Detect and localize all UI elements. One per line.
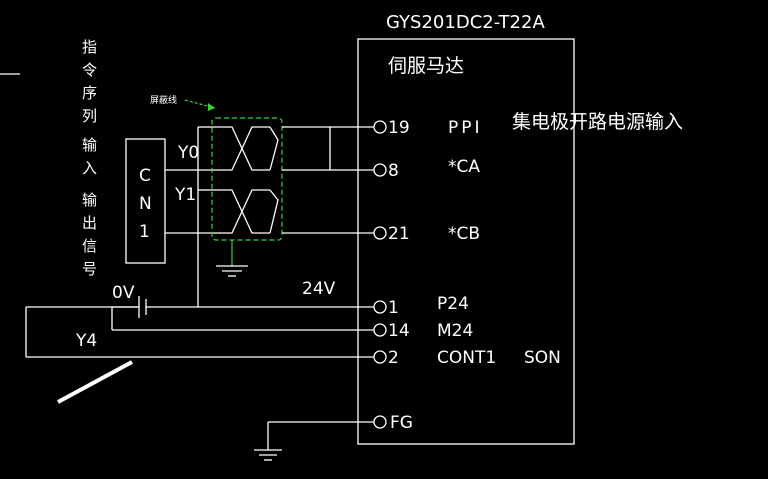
model-title: GYS201DC2-T22A [386, 12, 545, 33]
fg-ground-icon [254, 449, 282, 461]
terminal-name: FG [390, 413, 413, 433]
terminal-number: 2 [388, 348, 399, 368]
open-collector-annotation: 集电极开路电源输入 [512, 111, 683, 133]
shield-label: 屏蔽线 [150, 94, 177, 106]
terminal-8 [373, 163, 387, 177]
terminal-circles [373, 120, 387, 429]
svg-text:列: 列 [82, 107, 97, 125]
terminal-number: 1 [388, 298, 399, 318]
cn1-connector [125, 138, 166, 264]
terminal-number: 14 [388, 321, 410, 341]
motor-label: 伺服马达 [388, 55, 464, 77]
terminal-name: *CA [448, 157, 480, 177]
cn1-digit-1: 1 [139, 222, 150, 242]
terminal-name: *CB [448, 224, 480, 244]
svg-text:信: 信 [82, 237, 97, 255]
svg-text:号: 号 [82, 260, 97, 278]
twisted-pair-1 [212, 126, 279, 171]
shield-enclosure [211, 117, 283, 241]
servo-box [357, 38, 575, 445]
shield-arrowhead [208, 103, 215, 111]
terminal-name: M24 [437, 321, 473, 341]
svg-text:令: 令 [82, 61, 97, 79]
terminal-number: 21 [388, 224, 410, 244]
cn1-letter-c: C [139, 166, 151, 186]
side-label: 指 令 序 列 输 入 输 出 信 号 [82, 38, 97, 278]
terminal-21 [373, 226, 387, 240]
svg-text:指: 指 [82, 38, 97, 56]
svg-text:序: 序 [82, 84, 97, 102]
switch-lever [57, 360, 133, 404]
terminal-name: PPI [448, 118, 483, 138]
terminal-fg [373, 415, 387, 429]
shield-ground-icon [216, 265, 248, 277]
svg-text:出: 出 [82, 214, 97, 232]
terminal-14 [373, 323, 387, 337]
terminal-number: 8 [388, 161, 399, 181]
terminal-1 [373, 300, 387, 314]
svg-text:输: 输 [82, 191, 97, 209]
zero-volt-label: 0V [112, 283, 135, 303]
son-label: SON [524, 348, 561, 368]
switch-label: Y4 [75, 331, 97, 351]
supply-label: 24V [302, 279, 336, 299]
svg-text:入: 入 [82, 159, 97, 177]
terminal-2 [373, 350, 387, 364]
terminal-name: CONT1 [437, 348, 496, 368]
terminal-number: 19 [388, 118, 410, 138]
pin-y0-label: Y0 [177, 143, 199, 163]
twisted-pair-2 [212, 189, 279, 234]
pin-y1-label: Y1 [174, 185, 196, 205]
terminal-name: P24 [437, 294, 469, 314]
cn1-letter-n: N [139, 194, 152, 214]
terminal-19 [373, 120, 387, 134]
svg-text:输: 输 [82, 136, 97, 154]
